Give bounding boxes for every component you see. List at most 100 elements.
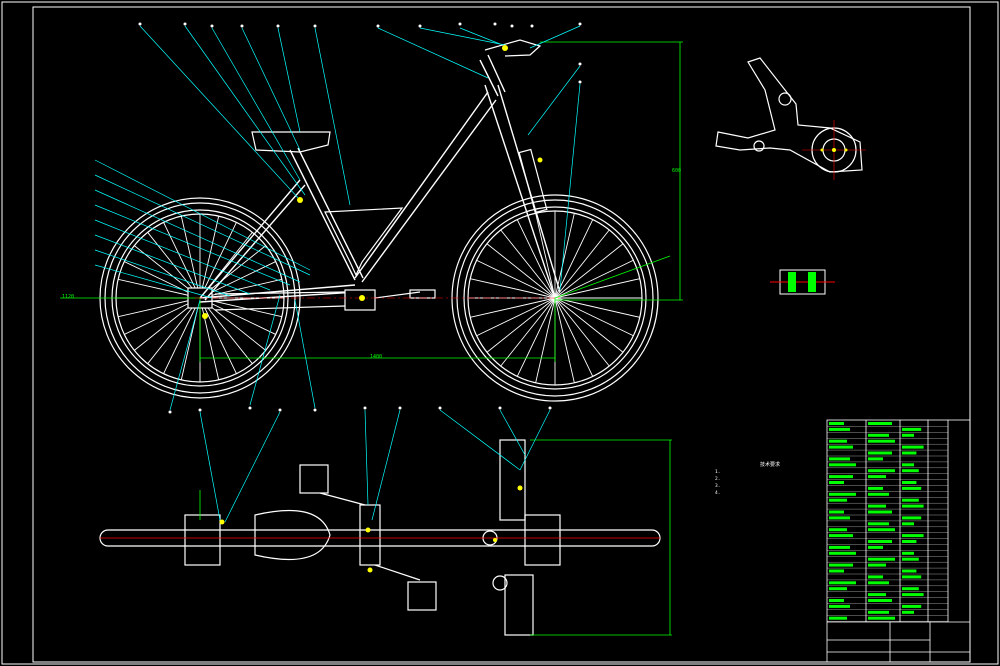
spoke (124, 297, 201, 335)
parts-list-cell (829, 481, 844, 484)
spoke (476, 259, 556, 299)
parts-list-cell (902, 575, 922, 579)
parts-list-cell (902, 463, 914, 467)
parts-list-cell (868, 457, 883, 461)
parts-list-cell (868, 486, 883, 490)
parts-list-cell (902, 569, 917, 573)
parts-list-cell (829, 492, 856, 496)
spoke (554, 297, 610, 367)
hub-section-fill (788, 272, 816, 292)
parts-list-cell (902, 481, 917, 484)
dimension-label-1: 1120 (62, 294, 75, 300)
spoke (476, 297, 556, 337)
spoke (163, 297, 201, 374)
parts-list-cell (829, 569, 844, 573)
parts-list-cell (868, 422, 892, 425)
parts-list-cell (868, 528, 895, 532)
parts-list-cell (829, 545, 850, 549)
spoke (554, 259, 634, 299)
parts-list-cell (902, 427, 922, 431)
parts-list-cell (868, 593, 886, 597)
bicycle-top-view (99, 439, 661, 636)
spoke (554, 219, 594, 299)
hub-section-detail (770, 269, 835, 295)
spoke (486, 297, 556, 353)
spoke (199, 222, 237, 299)
top-dimensions (199, 439, 672, 636)
parts-list-cell (868, 540, 892, 543)
parts-list-cell (868, 599, 892, 602)
crank-arm-detail (715, 57, 863, 173)
parts-list-cell (902, 469, 919, 473)
parts-list-cell (902, 451, 917, 455)
parts-list-cell (902, 534, 924, 538)
parts-list-cell (829, 587, 847, 591)
parts-list-cell (829, 422, 844, 425)
spoke (147, 297, 201, 364)
bicycle-side-view (99, 39, 659, 402)
parts-list-cell (868, 475, 886, 479)
parts-list-cell (902, 504, 924, 508)
spoke (516, 297, 556, 377)
spoke (486, 243, 556, 299)
parts-list-cell (902, 593, 924, 597)
parts-list-cell (829, 457, 850, 461)
spoke (500, 297, 556, 367)
spoke (554, 297, 575, 383)
parts-list-rows (827, 422, 948, 622)
spoke (118, 297, 201, 318)
spoke (163, 222, 201, 299)
parts-list-cell (829, 475, 853, 479)
parts-list-cell (868, 510, 892, 514)
spoke (470, 297, 556, 318)
spoke (470, 278, 556, 299)
side-dimensions (60, 41, 683, 362)
spoke (199, 297, 220, 380)
spoke (516, 219, 556, 299)
parts-list-cell (868, 545, 883, 549)
tech-note-2: 2. (715, 477, 721, 482)
leader-lines-side (94, 25, 581, 411)
parts-list-cell (868, 504, 886, 508)
parts-list-cell (902, 516, 922, 520)
parts-list-cell (902, 610, 914, 614)
tech-notes-heading: 技术要求 (759, 462, 780, 468)
parts-list-cell (902, 551, 914, 555)
spoke (535, 213, 556, 299)
parts-list-cell (829, 604, 850, 608)
fasteners-top (219, 485, 523, 573)
parts-list-cell (902, 498, 919, 502)
parts-list-cell (829, 510, 844, 514)
spoke (199, 297, 237, 374)
spoke (535, 297, 556, 383)
parts-list-cell (902, 587, 919, 591)
tech-note-1: 1. (715, 470, 721, 475)
parts-list-cell (902, 445, 924, 449)
spoke (554, 278, 640, 299)
handlebar (484, 39, 542, 57)
parts-list-cell (902, 522, 914, 526)
parts-list-cell (868, 492, 889, 496)
parts-list-cell (902, 557, 919, 561)
parts-list-cell (829, 551, 856, 555)
spoke (199, 297, 253, 364)
parts-list-cell (868, 575, 883, 579)
parts-list-cell (868, 610, 889, 614)
leader-lines-top (199, 409, 551, 523)
crank-fasteners (820, 148, 848, 152)
tech-note-4: 4. (715, 491, 721, 496)
parts-list-cell (829, 563, 853, 567)
parts-list-cell (868, 469, 895, 473)
part-callouts-side (138, 22, 582, 414)
spoke (554, 229, 610, 299)
parts-list-cell (829, 427, 850, 431)
spoke (554, 297, 594, 377)
parts-list-cell (902, 486, 922, 490)
fasteners-side (202, 45, 543, 319)
spoke (124, 261, 201, 299)
spoke (554, 297, 624, 353)
spoke (554, 243, 624, 299)
parts-list-cell (868, 616, 895, 620)
spoke (500, 229, 556, 299)
